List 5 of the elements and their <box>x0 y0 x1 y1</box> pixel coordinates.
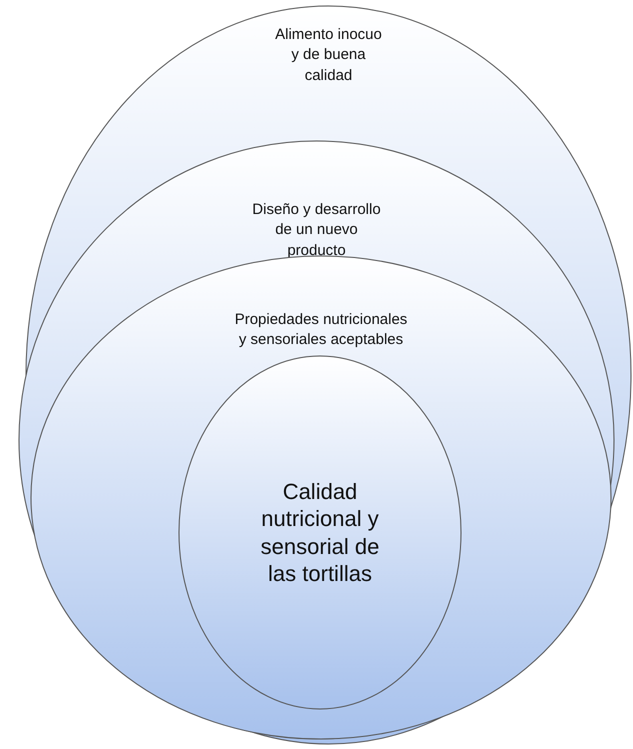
node-label: Calidad nutricional y sensorial de las tortillas <box>260 478 380 588</box>
node-label: Alimento inocuo y de buena calidad <box>274 25 383 86</box>
node-label: Diseño y desarrollo de un nuevo producto <box>251 200 382 260</box>
circle-node <box>178 355 462 710</box>
node-label: Propiedades nutricionales y sensoriales aceptables <box>234 310 408 350</box>
